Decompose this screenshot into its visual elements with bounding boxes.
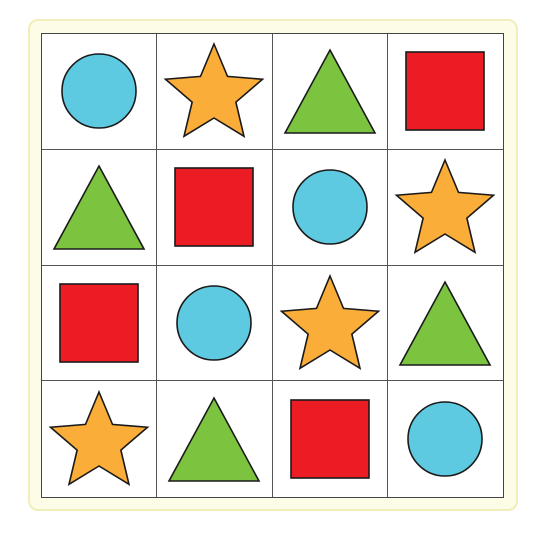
grid-cell-r4-c3[interactable] — [273, 381, 388, 497]
square-shape — [405, 51, 486, 132]
grid-cell-r1-c1[interactable] — [42, 34, 158, 150]
triangle-shape — [168, 396, 261, 482]
star-icon — [279, 273, 381, 370]
square-icon — [289, 399, 370, 479]
triangle-icon — [399, 280, 492, 366]
triangle-icon — [168, 396, 261, 482]
grid-cell-r4-c4[interactable] — [388, 381, 503, 497]
grid-cell-r3-c2[interactable] — [157, 265, 273, 382]
grid-cell-r4-c2[interactable] — [157, 381, 273, 497]
square-icon — [174, 167, 255, 247]
star-shape — [279, 273, 381, 370]
circle-icon — [61, 53, 137, 130]
shape-grid — [41, 33, 504, 498]
circle-icon — [291, 169, 368, 245]
grid-cell-r3-c1[interactable] — [42, 265, 158, 382]
circle-shape — [407, 401, 484, 477]
square-icon — [405, 51, 486, 132]
grid-cell-r2-c1[interactable] — [42, 149, 158, 266]
triangle-icon — [52, 164, 146, 250]
circle-shape — [61, 53, 137, 130]
grid-cell-r3-c4[interactable] — [387, 266, 503, 382]
square-shape — [289, 399, 370, 479]
grid-cell-r2-c3[interactable] — [272, 149, 388, 266]
circle-shape — [291, 169, 368, 245]
grid-cell-r3-c3[interactable] — [272, 265, 388, 382]
star-icon — [394, 158, 496, 255]
square-shape — [59, 283, 139, 363]
grid-cell-r2-c2[interactable] — [157, 149, 273, 266]
star-icon — [163, 42, 265, 139]
grid-cell-r2-c4[interactable] — [387, 150, 503, 266]
circle-icon — [176, 285, 253, 361]
square-icon — [59, 283, 139, 363]
star-shape — [163, 42, 265, 139]
triangle-shape — [399, 280, 492, 366]
star-icon — [48, 390, 150, 487]
circle-icon — [407, 401, 484, 477]
triangle-icon — [283, 48, 376, 135]
grid-cell-r1-c3[interactable] — [272, 34, 388, 150]
grid-cell-r1-c2[interactable] — [157, 34, 273, 150]
circle-shape — [176, 285, 253, 361]
grid-cell-r1-c4[interactable] — [387, 34, 503, 150]
triangle-shape — [52, 164, 146, 250]
triangle-shape — [283, 48, 376, 135]
square-shape — [174, 167, 255, 247]
grid-cell-r4-c1[interactable] — [42, 381, 158, 497]
star-shape — [394, 158, 496, 255]
star-shape — [48, 390, 150, 487]
